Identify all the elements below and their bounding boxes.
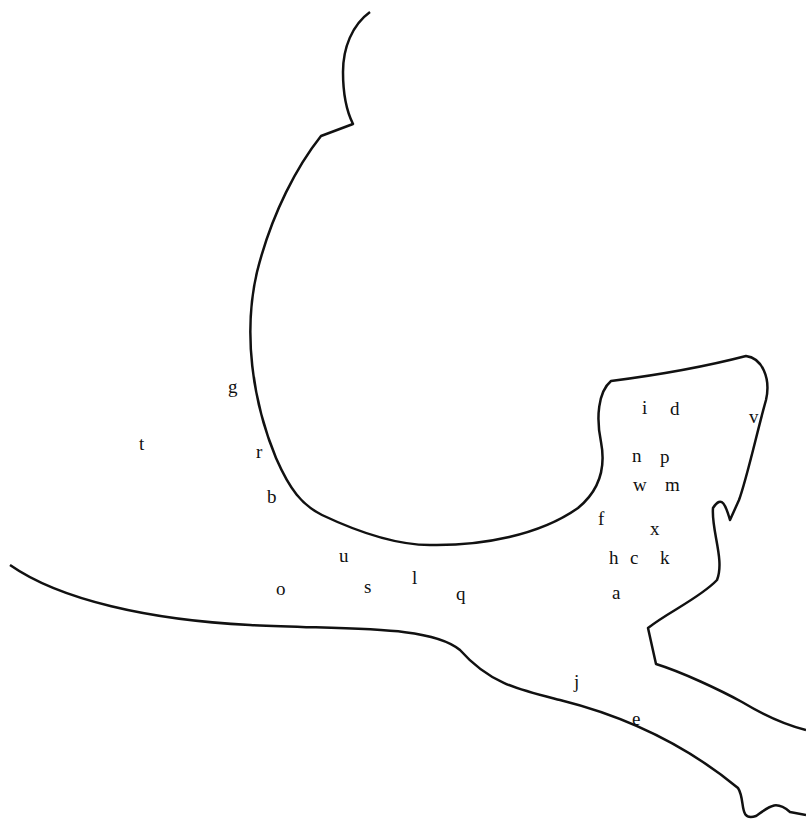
point-letter: o xyxy=(276,579,286,598)
point-letter: c xyxy=(630,548,638,567)
point-letter: v xyxy=(749,407,759,426)
point-letter: i xyxy=(642,398,647,417)
point-letter: g xyxy=(228,377,238,396)
point-letter: r xyxy=(256,442,262,461)
shore-outline xyxy=(10,565,806,817)
point-letter: k xyxy=(660,548,670,567)
point-letter: t xyxy=(139,434,144,453)
point-letter: q xyxy=(456,584,466,603)
point-letter: a xyxy=(612,583,620,602)
point-letter: w xyxy=(633,475,647,494)
point-letter: x xyxy=(650,519,660,538)
point-letter: s xyxy=(364,577,371,596)
point-letter: h xyxy=(609,548,619,567)
point-letter: d xyxy=(670,399,680,418)
point-letter: e xyxy=(632,709,640,728)
point-letter: f xyxy=(598,509,604,528)
point-letter: m xyxy=(665,475,680,494)
point-letter: u xyxy=(339,546,349,565)
point-letter: n xyxy=(632,446,642,465)
point-letter: b xyxy=(267,487,277,506)
region-outline xyxy=(250,12,806,730)
point-letter: l xyxy=(412,568,417,587)
point-letter: j xyxy=(574,672,579,691)
point-letter: p xyxy=(660,447,670,466)
